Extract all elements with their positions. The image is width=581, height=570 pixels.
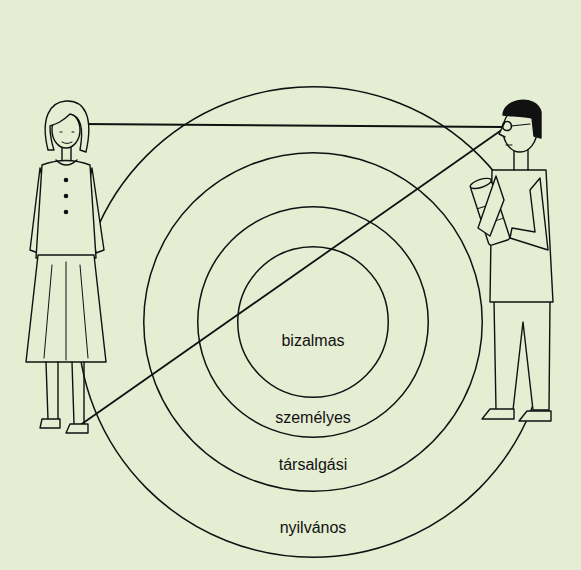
zone-label: személyes: [273, 409, 353, 427]
figure-stroke: [56, 160, 77, 165]
zone-ring: [78, 87, 549, 558]
zone-label: bizalmas: [279, 332, 346, 350]
figure-stroke: [46, 362, 84, 424]
zone-outline: [77, 86, 549, 558]
figure-stroke: [510, 178, 548, 250]
figure-stroke: [60, 132, 74, 144]
man-figure: [469, 100, 553, 421]
zone-label-holder: bizalmas: [237, 332, 389, 350]
figure-stroke: [482, 409, 514, 419]
figure-stroke: [503, 100, 541, 138]
figure-stroke: [469, 176, 492, 190]
figure-stroke: [519, 411, 551, 421]
zone-circle: bizalmas személyes társalgási nyilvános: [77, 86, 549, 558]
zone-circle: bizalmas: [237, 246, 389, 398]
zone-circle: bizalmas személyes: [197, 206, 429, 438]
figure-stroke: [45, 101, 89, 152]
figure-stroke: [40, 419, 60, 428]
figure-stroke: [494, 300, 550, 410]
figure-stroke: [511, 124, 530, 126]
figure-stroke: [36, 161, 96, 259]
zone-label-holder: társalgási: [143, 456, 483, 474]
sight-lines: [76, 124, 503, 428]
zone-outline: [143, 152, 483, 492]
camera: [469, 176, 510, 246]
zone-circle: bizalmas személyes társalgási: [143, 152, 483, 492]
zone-label-holder: nyilvános: [77, 519, 549, 537]
zone-ring: [144, 153, 483, 492]
figure-stroke: [506, 145, 512, 146]
zone-label: nyilvános: [278, 519, 349, 537]
sight-line: [76, 129, 503, 428]
zone-outline: [197, 206, 429, 438]
zone-outline: [237, 246, 389, 398]
figure-stroke: [64, 210, 67, 213]
zone-label: társalgási: [277, 456, 349, 474]
figure-stroke: [478, 176, 504, 236]
zone-ring: [198, 207, 429, 438]
figure-stroke: [62, 147, 71, 160]
figure-stroke: [44, 262, 88, 360]
figure-stroke: [26, 255, 106, 362]
figure-stroke: [64, 194, 67, 197]
figure-stroke: [514, 150, 528, 170]
figure-stroke: [66, 424, 88, 433]
woman-figure: [26, 101, 106, 433]
figure-stroke: [64, 178, 67, 181]
figure-stroke: [503, 122, 512, 131]
zone-label-holder: személyes: [197, 409, 429, 427]
zone-ring: [238, 247, 389, 398]
